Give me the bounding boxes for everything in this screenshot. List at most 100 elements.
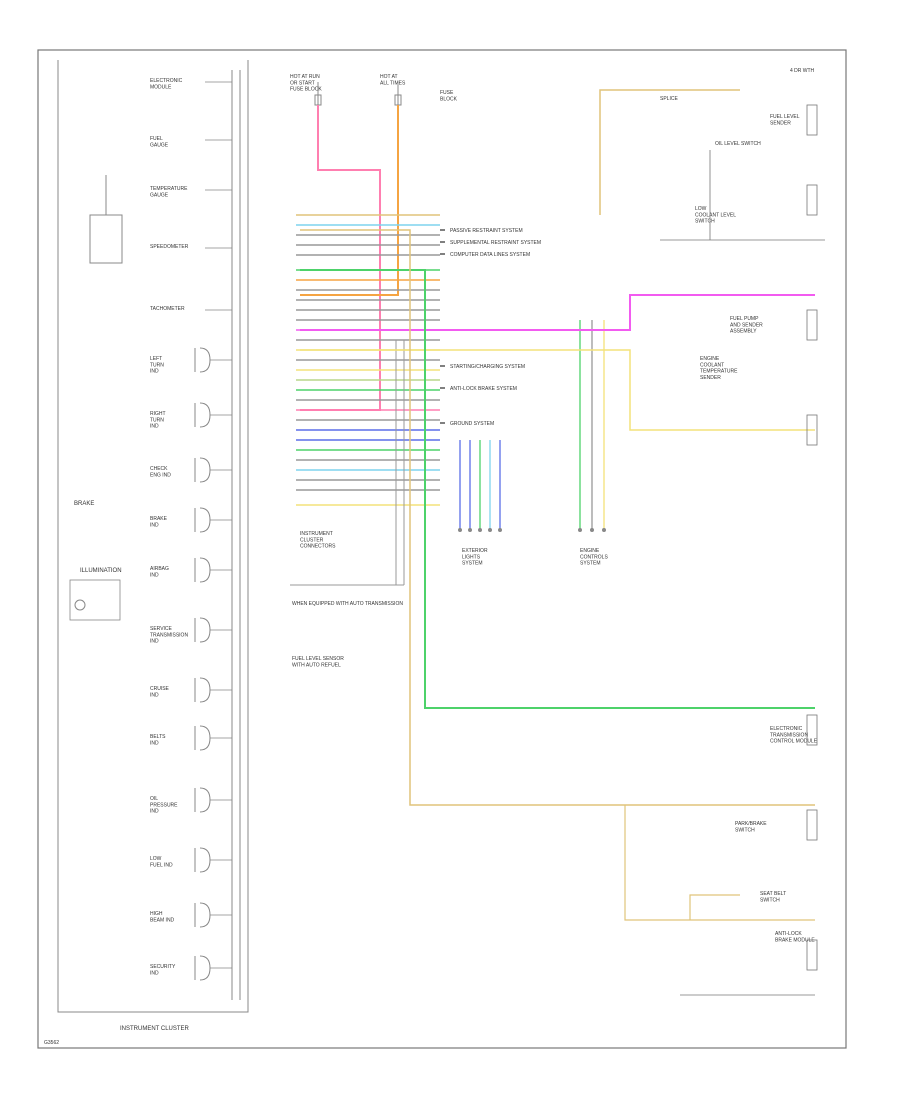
terminal — [488, 528, 492, 532]
wire-magenta — [300, 294, 815, 331]
system-label: ANTI-LOCK BRAKE SYSTEM — [450, 386, 517, 392]
terminal — [458, 528, 462, 532]
system-label: PASSIVE RESTRAINT SYSTEM — [450, 228, 523, 234]
illumination-label: ILLUMINATION — [80, 568, 122, 574]
component-symbol — [806, 939, 818, 971]
system-label: GROUND SYSTEM — [450, 421, 494, 427]
component-symbol — [806, 414, 818, 446]
component-symbol — [806, 809, 818, 841]
terminal — [498, 528, 502, 532]
right-component: OIL LEVEL SWITCH — [715, 141, 761, 147]
wire-seatbelt — [689, 894, 740, 920]
system-label: STARTING/CHARGING SYSTEM — [450, 364, 525, 370]
component-symbol — [806, 104, 818, 136]
wire-orange-power — [300, 105, 399, 296]
cluster-item: TACHOMETER — [150, 306, 232, 312]
wire-tan-long — [300, 229, 815, 806]
wire-tan-top — [599, 89, 740, 215]
wire-pink-power — [300, 105, 381, 411]
component-symbol — [806, 184, 818, 216]
terminal — [478, 528, 482, 532]
wire-tan-branch — [624, 805, 815, 921]
splice-label: SPLICE — [660, 96, 678, 102]
terminal — [578, 528, 582, 532]
cluster-border — [57, 60, 249, 1013]
cluster-item-label: SPEEDOMETER — [150, 244, 189, 250]
fuse-symbol-1 — [314, 82, 322, 106]
title-top-right: 4 DR WTH — [790, 68, 815, 74]
brake-label: BRAKE — [74, 501, 94, 507]
system-label: COMPUTER DATA LINES SYSTEM — [450, 252, 530, 258]
cluster-label: INSTRUMENT CLUSTER — [120, 1026, 190, 1032]
diagram-frame — [37, 49, 847, 1049]
system-labels: PASSIVE RESTRAINT SYSTEM SUPPLEMENTAL RES… — [440, 228, 541, 427]
cluster-item: SPEEDOMETER — [150, 244, 232, 250]
right-component-label: OIL LEVEL SWITCH — [715, 141, 761, 147]
wire-yellow-right — [300, 349, 815, 431]
system-label: SUPPLEMENTAL RESTRAINT SYSTEM — [450, 240, 541, 246]
terminal — [468, 528, 472, 532]
terminal — [602, 528, 606, 532]
wire-green-long — [300, 269, 815, 709]
component-symbol — [806, 309, 818, 341]
terminal — [590, 528, 594, 532]
cluster-item-label: TACHOMETER — [150, 306, 185, 312]
footer-note: G3562 — [44, 1040, 59, 1046]
illumination-module — [69, 579, 121, 621]
